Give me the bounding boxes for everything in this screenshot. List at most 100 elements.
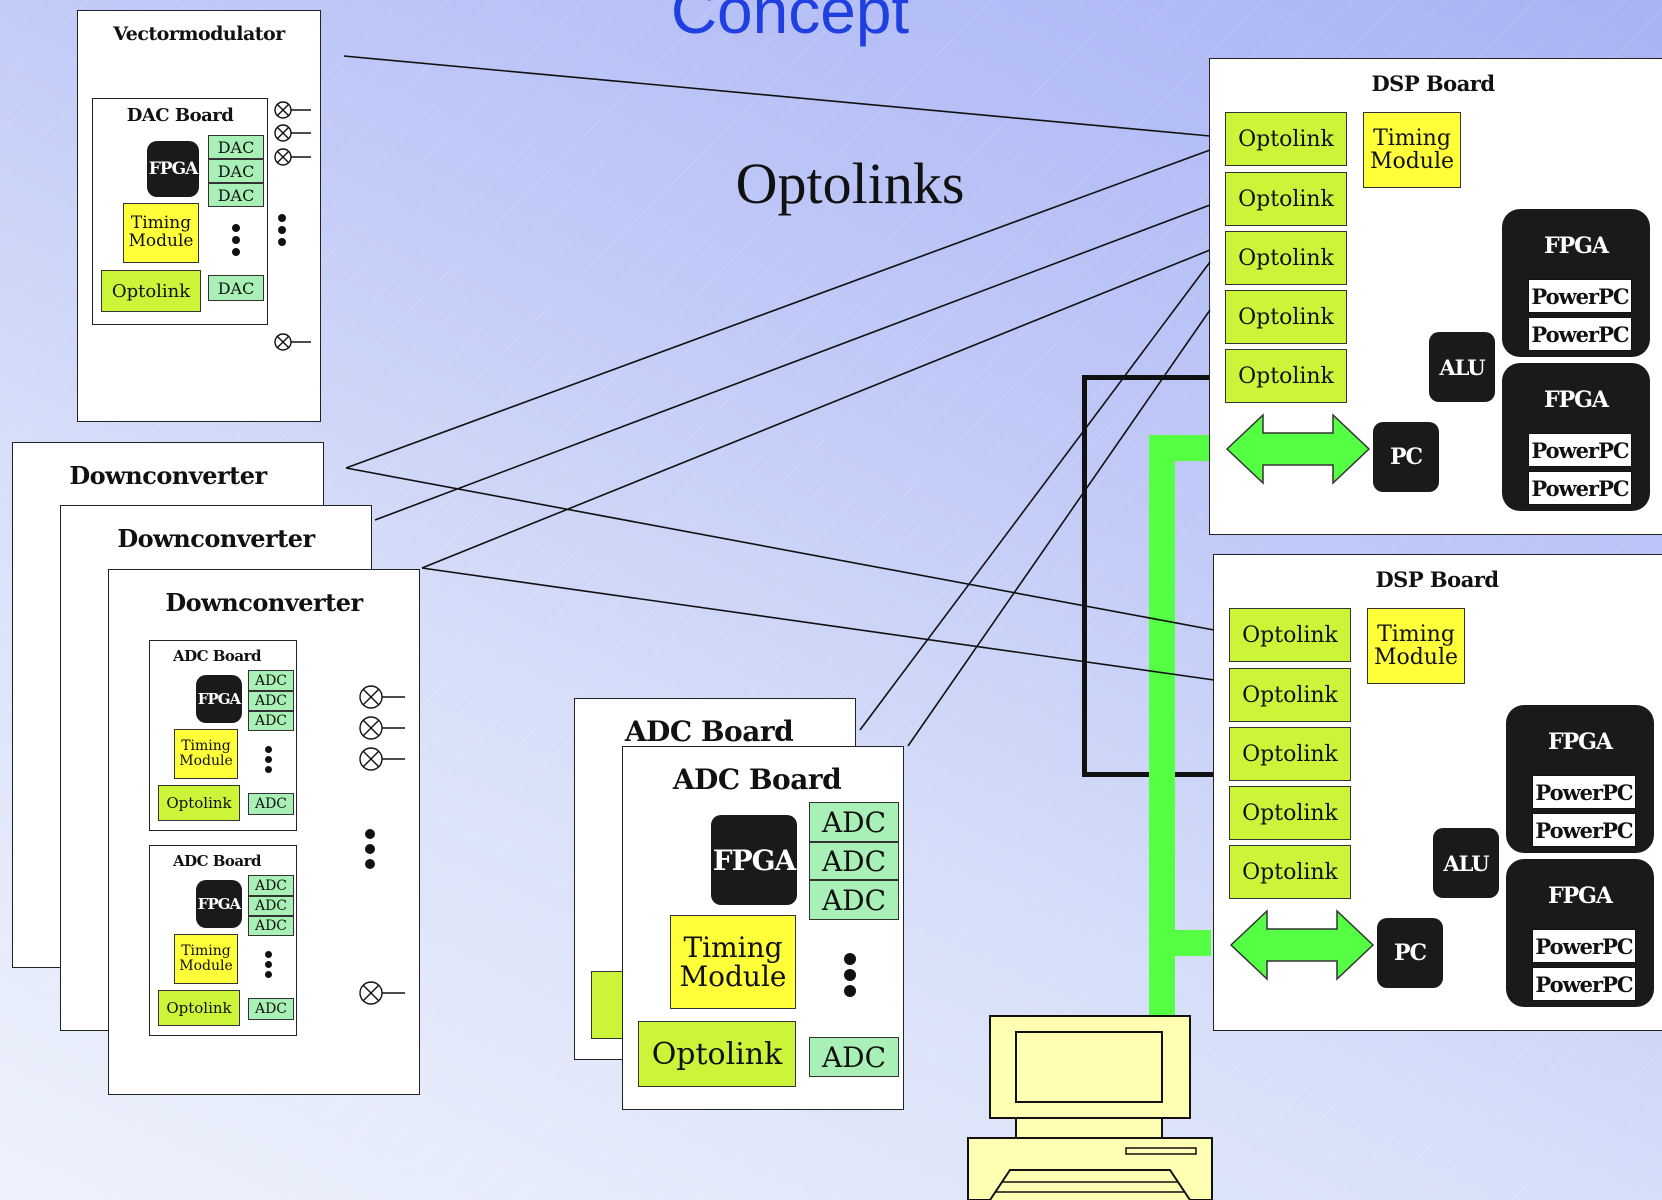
dsp2-fpga-1-label: FPGA [1547, 729, 1613, 755]
adc-board-adc-2: ADC [809, 842, 899, 880]
down-adc-2-dots-1 [265, 951, 272, 958]
dsp2-optolink-3: Optolink [1229, 727, 1351, 781]
dsp1-optolink-4: Optolink [1225, 290, 1347, 344]
down-adc-board-2-title: ADC Board [172, 852, 262, 870]
slide-title: Concept [670, 0, 910, 47]
dsp2-fpga-2: FPGA PowerPC PowerPC [1506, 859, 1654, 1007]
dsp1-bidirectional-arrow [1225, 413, 1371, 485]
adc-board-adc-1: ADC [809, 802, 899, 842]
down-adc-2-dots-3 [265, 971, 272, 978]
down-adc-board-2-optolink: Optolink [158, 990, 240, 1026]
dac-1: DAC [208, 135, 264, 159]
adc-board-dots-2 [844, 969, 856, 981]
dac-4: DAC [208, 275, 264, 301]
downconverter-title-middle: Downconverter [117, 524, 315, 553]
vm-dots-3 [278, 238, 286, 246]
down-adc-board-1-optolink: Optolink [158, 785, 240, 821]
dsp2-fpga-1-powerpc-2: PowerPC [1532, 813, 1636, 847]
down-adc-board-2-fpga: FPGA [196, 880, 242, 928]
downconverter-panel-front: Downconverter ADC Board FPGA ADC ADC ADC… [108, 569, 420, 1095]
dac-board-title: DAC Board [126, 105, 234, 126]
dac-board-optolink: Optolink [101, 270, 201, 312]
dac-dots-1 [232, 224, 240, 232]
vm-dots-1 [278, 214, 286, 222]
dsp-board-2: DSP Board Optolink Optolink Optolink Opt… [1213, 554, 1662, 1031]
dsp2-optolink-5: Optolink [1229, 845, 1351, 899]
computer-icon [967, 1015, 1213, 1200]
dsp2-fpga-2-label: FPGA [1547, 883, 1613, 909]
dsp1-fpga-1-powerpc-1: PowerPC [1528, 279, 1632, 313]
green-bus-top [1149, 435, 1211, 461]
vm-dots-2 [278, 226, 286, 234]
down-adc-board-2: ADC Board FPGA ADC ADC ADC Timing Module… [149, 845, 297, 1036]
down-adc-board-1: ADC Board FPGA ADC ADC ADC Timing Module… [149, 640, 297, 831]
adc-board-title-back: ADC Board [624, 715, 794, 748]
downconverter-dots-1 [365, 829, 375, 839]
down-adc-1-3: ADC [248, 711, 294, 731]
adc-board-optolink: Optolink [638, 1021, 796, 1087]
dsp1-fpga-1-label: FPGA [1543, 233, 1609, 259]
down-adc-1-dots-2 [265, 756, 272, 763]
down-adc-2-4: ADC [248, 998, 294, 1020]
dsp1-optolink-3: Optolink [1225, 231, 1347, 285]
down-adc-board-1-fpga: FPGA [196, 675, 242, 723]
down-adc-board-2-timing: Timing Module [174, 934, 238, 984]
dsp2-fpga-1: FPGA PowerPC PowerPC [1506, 705, 1654, 853]
dsp2-fpga-2-powerpc-2: PowerPC [1532, 967, 1636, 1001]
dsp1-optolink-2: Optolink [1225, 172, 1347, 226]
dsp1-fpga-2-powerpc-2: PowerPC [1528, 471, 1632, 505]
dsp1-pc: PC [1373, 422, 1439, 492]
optolinks-caption: Optolinks [735, 151, 965, 216]
dsp1-fpga-2-label: FPGA [1543, 387, 1609, 413]
downconverter-title-back: Downconverter [69, 461, 267, 490]
downconverter-dots-2 [365, 844, 375, 854]
dsp2-alu: ALU [1433, 828, 1499, 898]
dsp-board-2-title: DSP Board [1375, 567, 1499, 592]
dsp1-optolink-5: Optolink [1225, 349, 1347, 403]
dsp2-optolink-4: Optolink [1229, 786, 1351, 840]
dac-dots-2 [232, 236, 240, 244]
down-adc-2-1: ADC [248, 875, 294, 896]
vectormodulator-panel: Vectormodulator DAC Board FPGA DAC DAC D… [77, 10, 321, 422]
downconverter-title-front: Downconverter [165, 588, 363, 617]
down-adc-board-1-title: ADC Board [172, 647, 262, 665]
downconverter-dots-3 [365, 859, 375, 869]
dsp-board-1: DSP Board Optolink Optolink Optolink Opt… [1209, 58, 1662, 535]
vectormodulator-title: Vectormodulator [113, 23, 285, 45]
adc-board-dots-1 [844, 953, 856, 965]
dsp1-alu: ALU [1429, 332, 1495, 402]
down-adc-1-1: ADC [248, 670, 294, 691]
down-adc-2-3: ADC [248, 916, 294, 936]
adc-board-dots-3 [844, 985, 856, 997]
dac-dots-3 [232, 248, 240, 256]
dsp2-fpga-1-powerpc-1: PowerPC [1532, 775, 1636, 809]
dsp2-bidirectional-arrow [1229, 909, 1375, 981]
dac-board-timing-module: Timing Module [123, 203, 199, 263]
dsp1-optolink-1: Optolink [1225, 112, 1347, 166]
adc-board-panel-front: ADC Board FPGA ADC ADC ADC Timing Module… [622, 746, 904, 1110]
down-adc-1-dots-1 [265, 746, 272, 753]
dsp2-optolink-2: Optolink [1229, 668, 1351, 722]
dsp2-optolink-1: Optolink [1229, 608, 1351, 662]
adc-board-title-front: ADC Board [672, 763, 842, 796]
adc-board-fpga: FPGA [711, 815, 797, 905]
dsp1-timing-module: Timing Module [1363, 112, 1461, 188]
dsp1-fpga-1: FPGA PowerPC PowerPC [1502, 209, 1650, 357]
dsp2-timing-module: Timing Module [1367, 608, 1465, 684]
dsp2-fpga-2-powerpc-1: PowerPC [1532, 929, 1636, 963]
adc-board-timing-module: Timing Module [670, 915, 796, 1009]
down-adc-2-dots-2 [265, 961, 272, 968]
dac-board: DAC Board FPGA DAC DAC DAC Timing Module… [92, 98, 268, 325]
adc-board-adc-3: ADC [809, 880, 899, 920]
dsp-board-1-title: DSP Board [1371, 71, 1495, 96]
dsp1-fpga-1-powerpc-2: PowerPC [1528, 317, 1632, 351]
adc-board-adc-4: ADC [809, 1037, 899, 1077]
dsp2-pc: PC [1377, 918, 1443, 988]
green-bus-bottom [1149, 930, 1211, 956]
dsp1-fpga-2: FPGA PowerPC PowerPC [1502, 363, 1650, 511]
down-adc-2-2: ADC [248, 896, 294, 916]
dsp1-fpga-2-powerpc-1: PowerPC [1528, 433, 1632, 467]
dac-board-fpga: FPGA [147, 141, 199, 197]
dac-2: DAC [208, 159, 264, 183]
dac-3: DAC [208, 183, 264, 207]
